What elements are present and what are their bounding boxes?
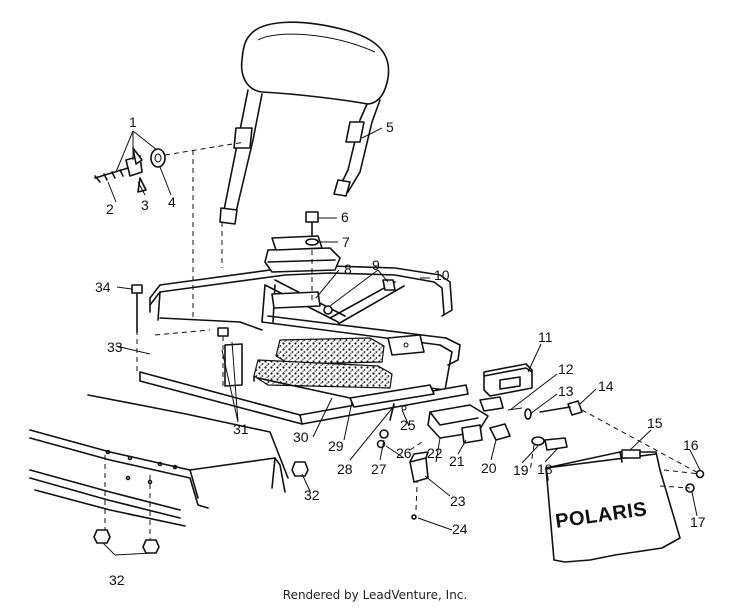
callout-26: 26 [396, 445, 412, 461]
fastener-group-1-4 [94, 141, 246, 193]
callout-3: 3 [141, 197, 149, 213]
nuts-32 [93, 461, 309, 554]
callout-labels: 1 2 3 4 5 6 7 8 9 10 11 12 13 14 15 16 1… [95, 114, 706, 588]
flap-bracket [483, 363, 533, 397]
callout-16: 16 [683, 437, 699, 453]
callout-14: 14 [598, 378, 614, 394]
callout-25: 25 [400, 417, 416, 433]
base-plate [139, 343, 469, 425]
callout-32-right: 32 [304, 487, 320, 503]
bracket-assembly [427, 396, 511, 444]
callout-29: 29 [328, 438, 344, 454]
callout-24: 24 [452, 521, 468, 537]
hardware-18-19 [531, 436, 568, 451]
leader-lines [102, 127, 701, 556]
callout-19: 19 [513, 462, 529, 478]
callout-21: 21 [449, 453, 465, 469]
bolt-34 [131, 284, 143, 333]
callout-31: 31 [233, 421, 249, 437]
render-credit: Rendered by LeadVenture, Inc. [282, 588, 468, 602]
callout-13: 13 [558, 383, 574, 399]
callout-1: 1 [129, 114, 137, 130]
callout-12: 12 [558, 361, 574, 377]
callout-30: 30 [293, 429, 309, 445]
bolt-31 [217, 327, 229, 390]
bracket-23 [409, 451, 429, 520]
callout-20: 20 [481, 460, 497, 476]
callout-8: 8 [344, 261, 352, 277]
callout-5: 5 [386, 119, 394, 135]
callout-2: 2 [106, 201, 114, 217]
bolt-6-7-9 [305, 211, 396, 291]
bolt-14-13 [507, 400, 583, 420]
callout-27: 27 [371, 461, 387, 477]
callout-6: 6 [341, 209, 349, 225]
mud-flap: POLARIS [545, 449, 681, 563]
callout-17: 17 [690, 514, 706, 530]
seat-foam [253, 337, 393, 389]
callout-23: 23 [450, 493, 466, 509]
callout-34: 34 [95, 279, 111, 295]
callout-28: 28 [337, 461, 353, 477]
backrest [219, 21, 390, 225]
callout-33: 33 [107, 339, 123, 355]
callout-22: 22 [427, 445, 443, 461]
callout-15: 15 [647, 415, 663, 431]
callout-4: 4 [168, 194, 176, 210]
callout-10: 10 [434, 267, 450, 283]
callout-11: 11 [538, 329, 553, 345]
callout-32-bottom: 32 [109, 572, 125, 588]
callout-9: 9 [372, 257, 380, 273]
small-hardware [376, 403, 407, 449]
callout-18: 18 [537, 461, 553, 477]
callout-7: 7 [342, 234, 350, 250]
chassis-rail [29, 394, 289, 527]
hardware-16-17 [581, 409, 705, 493]
